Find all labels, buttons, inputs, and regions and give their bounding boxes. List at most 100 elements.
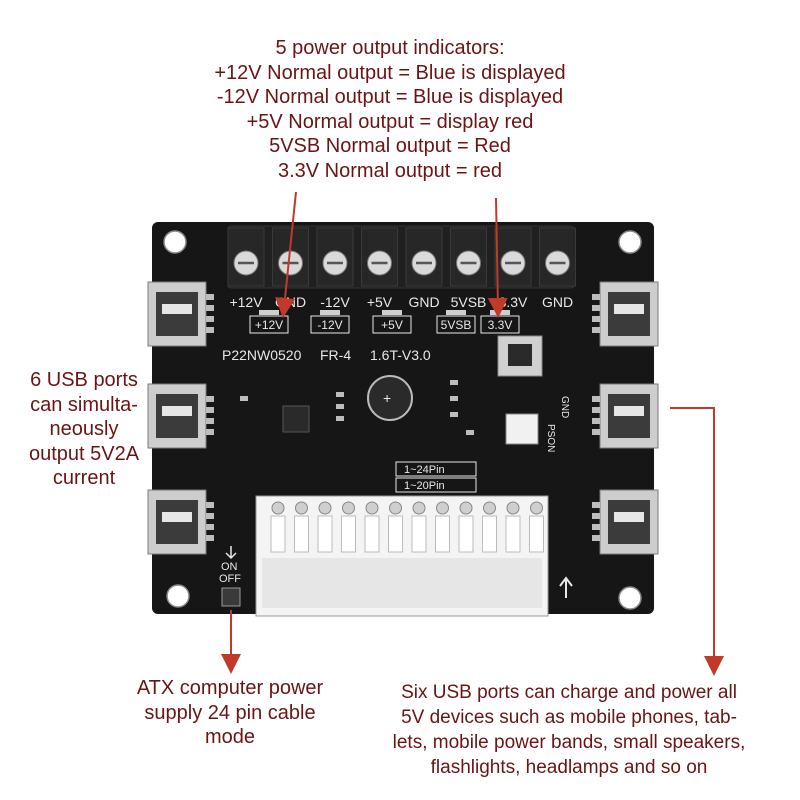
pin-socket [482,515,497,553]
pin [271,501,285,515]
terminal-label: GND [408,294,439,310]
pin-socket [505,515,521,553]
atx-mode-annotation: ATX computer power supply 24 pin cable m… [100,676,360,750]
usb-pin [592,305,600,311]
usb-pin [206,294,214,300]
indicator-box [372,315,412,334]
arrow-up-icon [559,576,573,598]
pin-label-24-box [395,461,477,477]
usb-pin [592,535,600,541]
callout-arrow [275,191,297,318]
pin [295,501,308,515]
usb-pin [206,535,214,541]
pin-socket [411,515,427,553]
terminal-label: GND [542,294,573,310]
annotation-line: 6 USB ports [30,369,138,391]
annotation-line: can simulta- [30,393,138,416]
ic-chip [282,405,310,433]
usb-pin [206,327,214,333]
pin-label-24: 1~24Pin [404,464,445,476]
usb-pin [206,429,214,435]
indicator-label: +12V [255,318,283,332]
annotation-line: +5V Normal output = display red [246,110,534,133]
callout-arrow [487,197,508,318]
usb-pin [592,513,600,519]
usb-tongue [162,512,192,522]
power-switch [221,587,241,607]
usb-pin [206,305,214,311]
annotation-line: Six USB ports can charge and power all [401,682,737,703]
usb-ports-annotation: 6 USB ports can simulta- neously output … [0,368,168,491]
usb-pin [592,407,600,413]
usb-pin [592,396,600,402]
terminal-label: +12V [229,294,263,310]
indicator-label: 5VSB [441,318,472,332]
usb-pin [592,429,600,435]
callout-arrow [670,407,724,676]
indicator-box [436,315,476,334]
pin [436,501,449,515]
indicator-led [320,310,340,315]
indicator-led [446,310,466,315]
pin-socket [435,515,450,553]
switch-off-label: OFF [219,573,241,585]
usb-port [592,281,659,347]
usb-port [147,489,214,555]
pin-socket [529,515,544,553]
switch-on-label: ON [221,561,238,573]
usb-pin [592,524,600,530]
annotation-line: current [52,467,116,489]
indicator-box [310,315,350,334]
terminal-label: 3.3V [499,294,528,310]
usb-tongue [162,406,192,416]
usb-port [592,383,659,449]
usb-ports-left [147,281,214,555]
pin [365,501,379,515]
usb-tongue [614,512,644,522]
pin-label-20-box [395,477,477,493]
indicator-label: +5V [381,318,403,332]
indicator-box [249,315,289,334]
usb-pin [206,407,214,413]
usb-pin [206,396,214,402]
pin [506,501,520,515]
model-text: P22NW0520 [222,347,302,363]
usb-pin [592,294,600,300]
pin [530,501,543,515]
annotation-line: 5V devices such as mobile phones, tab- [401,707,737,728]
pin-socket [341,515,356,553]
status-led [505,413,539,445]
annotation-line: -12V Normal output = Blue is displayed [216,86,564,108]
annotation-line: +12V Normal output = Blue is displayed [214,61,566,84]
power-indicators-annotation: 5 power output indicators: +12V Normal o… [0,36,780,183]
usb-tongue [614,304,644,314]
usb-port [147,281,214,347]
usb-pin [206,316,214,322]
indicator-led [259,310,279,315]
connector-latch-area [262,558,542,608]
annotation-line: neously [49,418,119,440]
annotation-line: flashlights, headlamps and so on [430,757,708,778]
pin-label-20: 1~20Pin [404,480,445,492]
buzzer-plus-icon: + [383,390,391,406]
usb-pin [206,502,214,508]
terminal-label: +5V [367,294,393,310]
usb-pin [206,418,214,424]
usb-port [592,489,659,555]
pin [412,501,426,515]
usb-port [147,383,214,449]
annotation-line: 3.3V Normal output = red [277,159,502,182]
usb-ports-right [592,281,659,555]
indicator-led [382,310,402,315]
annotation-line: output 5V2A [28,442,140,465]
terminal-label: GND [275,294,306,310]
smd-components [240,380,474,435]
pin [342,501,355,515]
annotation-line: 5VSB Normal output = Red [269,135,511,157]
usb-pin [592,418,600,424]
usb-tongue [162,304,192,314]
annotation-line: mode [204,726,256,748]
gnd-label: GND [559,396,570,418]
usb-pin [206,524,214,530]
